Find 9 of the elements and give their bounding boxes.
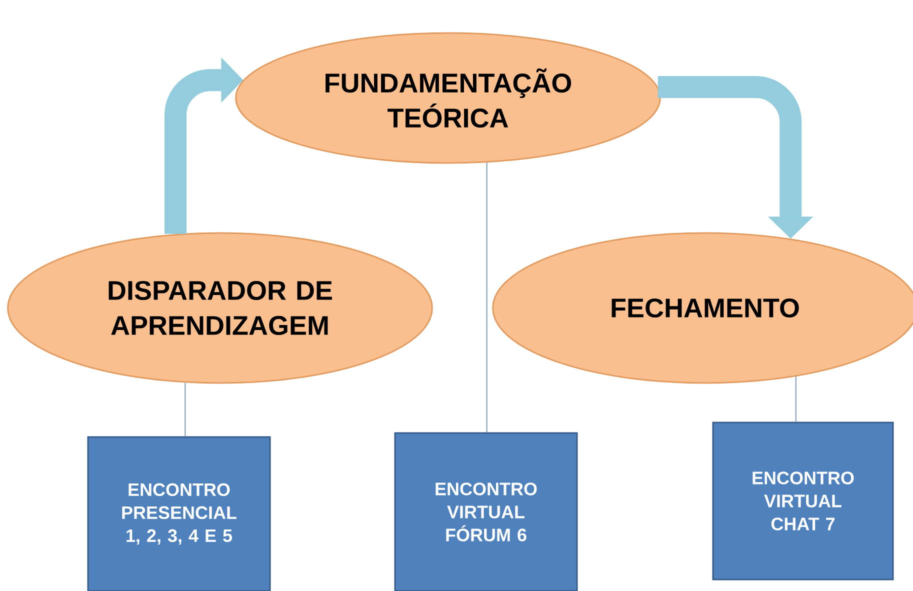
ellipse-node: DISPARADOR DE APRENDIZAGEM [7,232,433,384]
connector-line [486,162,488,432]
process-box: ENCONTRO VIRTUAL FÓRUM 6 [394,432,578,591]
process-box: ENCONTRO PRESENCIAL 1, 2, 3, 4 E 5 [87,436,271,591]
ellipse-node: FUNDAMENTAÇÃO TEÓRICA [235,32,661,164]
connector-line [795,376,796,422]
ellipse-node: FECHAMENTO [492,232,913,384]
connector-line [184,382,186,436]
process-box: ENCONTRO VIRTUAL CHAT 7 [712,422,894,580]
